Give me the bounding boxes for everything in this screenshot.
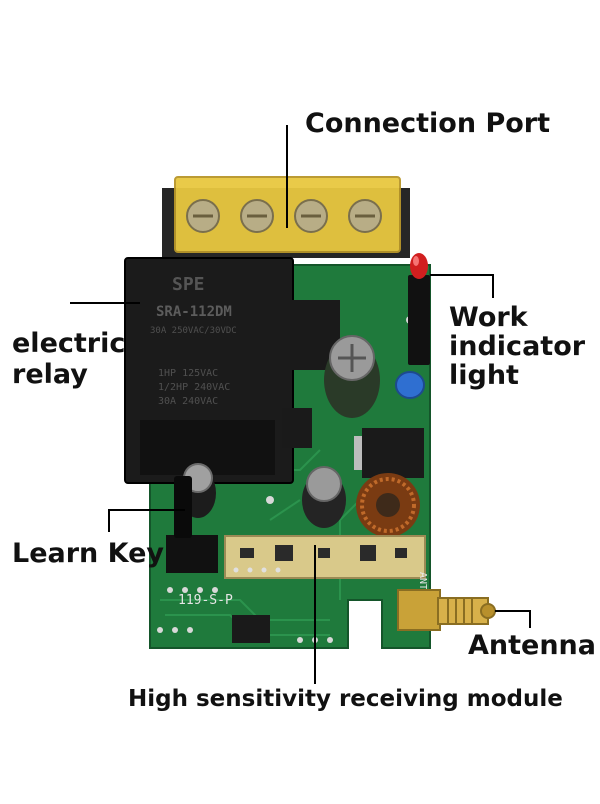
relay-brand: SPE [172,274,205,295]
learn-key-base [166,535,218,573]
relay-model: SRA-112DM [156,304,232,320]
label-antenna: Antenna [468,630,596,661]
relay-spec-4: 30A 240VAC [158,396,218,407]
leader-work [430,274,494,298]
label-receiving-module: High sensitivity receiving module [128,686,563,712]
pcb-code: 119-S-P [178,593,233,608]
label-learn-key: Learn Key [12,538,165,569]
ant-label: ANT [417,572,428,590]
terminal-screws [186,199,382,233]
label-connection-port: Connection Port [305,108,551,139]
transistor [282,408,312,448]
relay-spec-1: 30A 250VAC/30VDC [150,326,237,336]
antenna-connector [397,589,496,631]
leader-lines [70,125,531,684]
led-stand [408,275,430,365]
leader-antenna [495,610,531,628]
relay-spec-3: 1/2HP 240VAC [158,382,230,393]
work-indicator-led [410,253,428,279]
learn-key-stem [174,476,192,538]
small-ic [232,615,270,643]
label-work-indicator-light: Work indicator light [449,302,586,391]
relay-spec-2: 1HP 125VAC [158,368,218,379]
leader-learn [108,509,185,532]
label-electric-relay: electric relay [12,328,126,390]
ceramic-capacitor [395,371,425,399]
regulator-ic [362,428,424,478]
